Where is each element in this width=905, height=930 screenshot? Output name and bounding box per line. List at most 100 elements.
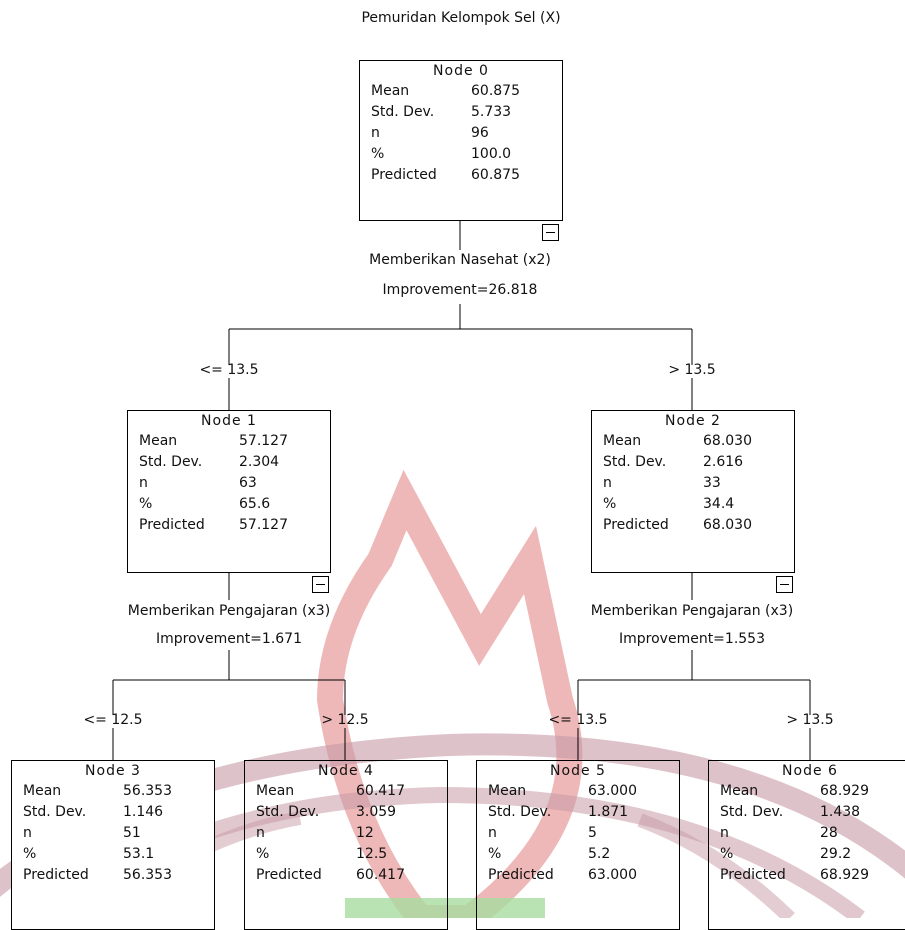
pct-value: 29.2 [820, 846, 852, 862]
condition-node-1: <= 13.5 [199, 362, 259, 378]
predicted-label: Predicted [256, 867, 322, 883]
n-label: n [488, 825, 497, 841]
node-3[interactable]: Node 3 Mean 56.353 Std. Dev. 1.146 n 51 % 53… [11, 760, 215, 930]
predicted-label: Predicted [603, 517, 669, 533]
n-value: 51 [123, 825, 141, 841]
n-label: n [720, 825, 729, 841]
pct-value: 34.4 [703, 496, 735, 512]
pct-value: 53.1 [123, 846, 155, 862]
n-label: n [256, 825, 265, 841]
split-1-variable: Memberikan Pengajaran (x3) [127, 603, 331, 619]
node-5-header: Node 5 [550, 763, 606, 779]
pct-value: 12.5 [356, 846, 388, 862]
node-4[interactable]: Node 4 Mean 60.417 Std. Dev. 3.059 n 12 % 12… [244, 760, 448, 930]
n-value: 5 [588, 825, 597, 841]
split-1-improvement: Improvement=1.671 [156, 631, 302, 647]
split-2-variable: Memberikan Pengajaran (x3) [590, 603, 794, 619]
pct-value: 5.2 [588, 846, 611, 862]
pct-label: % [139, 496, 153, 512]
n-value: 96 [471, 125, 489, 141]
n-label: n [23, 825, 32, 841]
pct-value: 100.0 [471, 146, 512, 162]
sd-label: Std. Dev. [720, 804, 784, 820]
sd-label: Std. Dev. [603, 454, 667, 470]
node-6-header: Node 6 [782, 763, 838, 779]
split-2-improvement: Improvement=1.553 [619, 631, 765, 647]
mean-value: 57.127 [239, 433, 288, 449]
n-value: 28 [820, 825, 838, 841]
condition-node-4: > 12.5 [321, 712, 369, 728]
node-6[interactable]: Node 6 Mean 68.929 Std. Dev. 1.438 n 28 % 29… [708, 760, 905, 930]
node-1-header: Node 1 [201, 413, 257, 429]
condition-node-6: > 13.5 [786, 712, 834, 728]
condition-node-5: <= 13.5 [548, 712, 608, 728]
sd-label: Std. Dev. [371, 104, 435, 120]
collapse-node-2-button[interactable] [776, 576, 793, 593]
mean-value: 56.353 [123, 783, 172, 799]
condition-node-3: <= 12.5 [83, 712, 143, 728]
node-0-header: Node 0 [433, 63, 489, 79]
predicted-label: Predicted [371, 167, 437, 183]
mean-value: 68.030 [703, 433, 752, 449]
predicted-label: Predicted [139, 517, 205, 533]
predicted-value: 68.030 [703, 517, 752, 533]
mean-label: Mean [139, 433, 178, 449]
sd-value: 2.616 [703, 454, 744, 470]
sd-value: 1.146 [123, 804, 164, 820]
node-3-header: Node 3 [85, 763, 141, 779]
sd-label: Std. Dev. [139, 454, 203, 470]
predicted-label: Predicted [488, 867, 554, 883]
pct-label: % [488, 846, 502, 862]
condition-node-2: > 13.5 [668, 362, 716, 378]
split-0-variable: Memberikan Nasehat (x2) [369, 252, 551, 268]
collapse-node-0-button[interactable] [542, 224, 559, 241]
sd-value: 3.059 [356, 804, 397, 820]
mean-value: 60.875 [471, 83, 520, 99]
sd-label: Std. Dev. [256, 804, 320, 820]
n-value: 33 [703, 475, 721, 491]
sd-label: Std. Dev. [488, 804, 552, 820]
pct-label: % [256, 846, 270, 862]
mean-label: Mean [603, 433, 642, 449]
predicted-value: 60.417 [356, 867, 405, 883]
n-label: n [603, 475, 612, 491]
mean-value: 60.417 [356, 783, 405, 799]
split-0-improvement: Improvement=26.818 [382, 282, 538, 298]
n-value: 12 [356, 825, 374, 841]
n-value: 63 [239, 475, 257, 491]
predicted-value: 56.353 [123, 867, 172, 883]
pct-label: % [371, 146, 385, 162]
mean-label: Mean [720, 783, 759, 799]
mean-label: Mean [256, 783, 295, 799]
pct-label: % [720, 846, 734, 862]
sd-value: 5.733 [471, 104, 512, 120]
sd-value: 1.438 [820, 804, 861, 820]
node-1[interactable]: Node 1 Mean 57.127 Std. Dev. 2.304 n 63 % 65… [127, 410, 331, 573]
mean-label: Mean [371, 83, 410, 99]
predicted-value: 63.000 [588, 867, 637, 883]
n-label: n [139, 475, 148, 491]
predicted-label: Predicted [23, 867, 89, 883]
predicted-value: 68.929 [820, 867, 869, 883]
node-4-header: Node 4 [318, 763, 374, 779]
pct-label: % [603, 496, 617, 512]
sd-label: Std. Dev. [23, 804, 87, 820]
predicted-value: 57.127 [239, 517, 288, 533]
node-2[interactable]: Node 2 Mean 68.030 Std. Dev. 2.616 n 33 % 34… [591, 410, 795, 573]
predicted-value: 60.875 [471, 167, 520, 183]
mean-value: 68.929 [820, 783, 869, 799]
n-label: n [371, 125, 380, 141]
mean-label: Mean [23, 783, 62, 799]
mean-value: 63.000 [588, 783, 637, 799]
mean-label: Mean [488, 783, 527, 799]
sd-value: 2.304 [239, 454, 280, 470]
tree-title: Pemuridan Kelompok Sel (X) [361, 10, 561, 26]
pct-value: 65.6 [239, 496, 271, 512]
node-2-header: Node 2 [665, 413, 721, 429]
predicted-label: Predicted [720, 867, 786, 883]
pct-label: % [23, 846, 37, 862]
collapse-node-1-button[interactable] [312, 576, 329, 593]
node-0[interactable]: Node 0 Mean 60.875 Std. Dev. 5.733 n 96 % 10… [359, 60, 563, 221]
